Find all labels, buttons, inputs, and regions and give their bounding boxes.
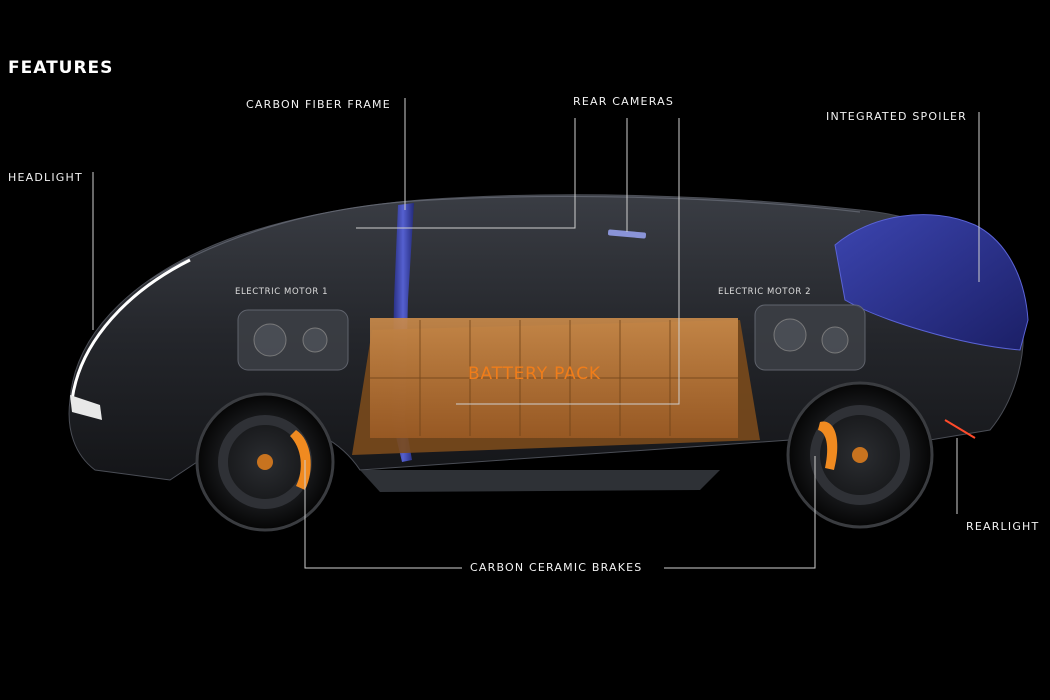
- roof-highlight: [149, 195, 861, 281]
- integrated-spoiler: [834, 214, 1029, 351]
- carbon-ceramic-brakes-label: CARBON CERAMIC BRAKES: [470, 561, 643, 574]
- integrated-spoiler-label: INTEGRATED SPOILER: [826, 110, 968, 123]
- electric-motor-2: [754, 304, 866, 371]
- carbon-fiber-frame-label: CARBON FIBER FRAME: [246, 98, 391, 111]
- rear-camera: [607, 229, 647, 239]
- headlight-label: HEADLIGHT: [8, 171, 83, 184]
- underbody: [360, 470, 720, 492]
- rear-cameras-label: REAR CAMERAS: [573, 95, 675, 108]
- brakes-leader-right: [664, 456, 816, 569]
- brakes-leader-left: [304, 460, 462, 569]
- page-title: FEATURES: [8, 58, 114, 78]
- rear-cameras-leader-a: [356, 118, 576, 229]
- electric-motor-2-label: ELECTRIC MOTOR 2: [718, 287, 812, 297]
- battery-pack-label: BATTERY PACK: [468, 364, 601, 384]
- headlight-strip: [70, 258, 191, 401]
- rear-light: [944, 419, 976, 439]
- rearlight-label: REARLIGHT: [966, 520, 1040, 533]
- front-wheel: [195, 392, 335, 532]
- rear-cameras-leader-c: [456, 118, 680, 405]
- front-brake-caliper: [290, 430, 311, 490]
- leader-lines: [92, 98, 980, 569]
- rear-brake-caliper: [818, 421, 838, 470]
- battery-pack: [352, 318, 760, 455]
- electric-motor-1: [237, 309, 349, 371]
- rear-wheel: [786, 381, 934, 529]
- electric-motor-1-label: ELECTRIC MOTOR 1: [235, 287, 329, 297]
- headlight-lower: [70, 395, 102, 420]
